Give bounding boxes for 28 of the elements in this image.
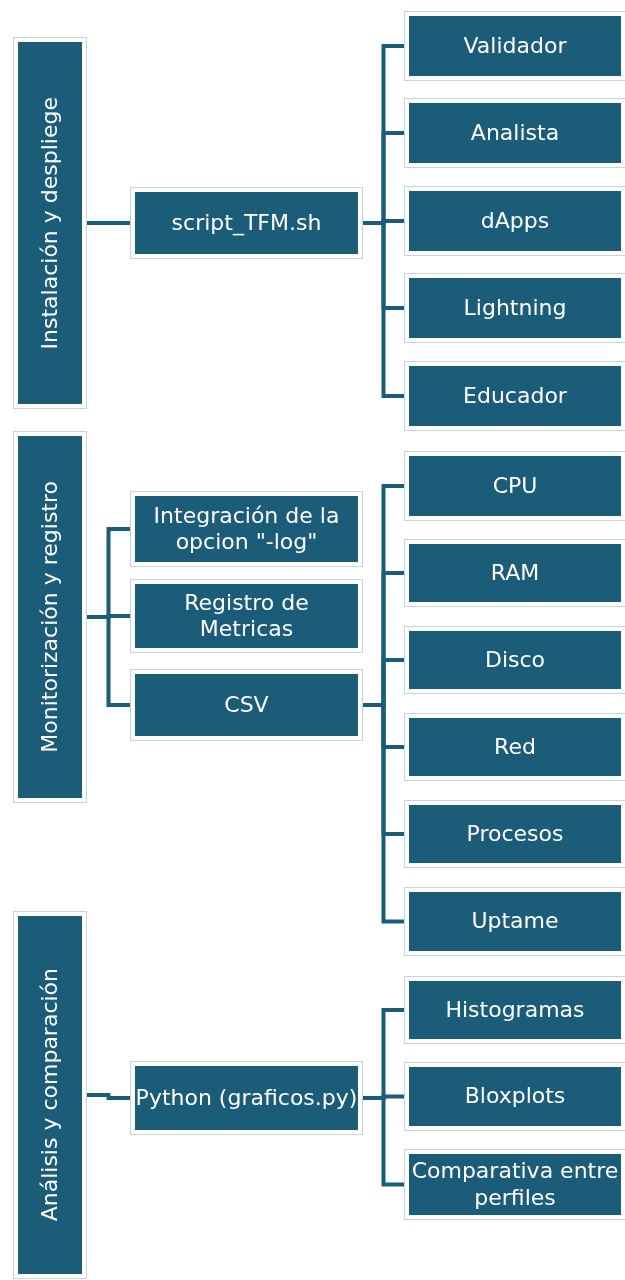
- connector-line: [86, 615, 131, 707]
- category-label: Análisis y comparación: [36, 968, 63, 1222]
- box-label: Educador: [463, 382, 567, 410]
- box-label: Procesos: [466, 820, 564, 848]
- box-label: RAM: [490, 559, 540, 587]
- box-label: Validador: [463, 32, 567, 60]
- box-label: Comparativa entre perfiles: [410, 1158, 620, 1211]
- connector-line: [86, 221, 131, 225]
- box-label: Red: [494, 733, 536, 761]
- box-label: CSV: [224, 691, 269, 719]
- box-label: Uptame: [471, 908, 559, 935]
- box-label: Bloxplots: [464, 1083, 566, 1110]
- box-label: Integración de la opcion "-log": [152, 502, 341, 556]
- box-label: Lightning: [463, 294, 567, 322]
- category-label: Monitorización y registro: [36, 481, 63, 753]
- box-label: Python (graficos.py): [135, 1084, 358, 1112]
- box-label: Analista: [470, 119, 560, 147]
- category-label: Instalación y despliege: [36, 96, 63, 350]
- box-label: CPU: [492, 472, 538, 500]
- box-label: Registro de Metricas: [183, 589, 310, 643]
- box-label: script_TFM.sh: [171, 209, 322, 237]
- connector-line: [86, 1093, 131, 1100]
- connector-line: [362, 703, 405, 924]
- connector-line: [362, 221, 405, 398]
- box-label: Histogramas: [445, 996, 585, 1024]
- connector-line: [362, 1096, 405, 1187]
- box-label: dApps: [480, 207, 550, 235]
- box-label: Disco: [484, 646, 546, 674]
